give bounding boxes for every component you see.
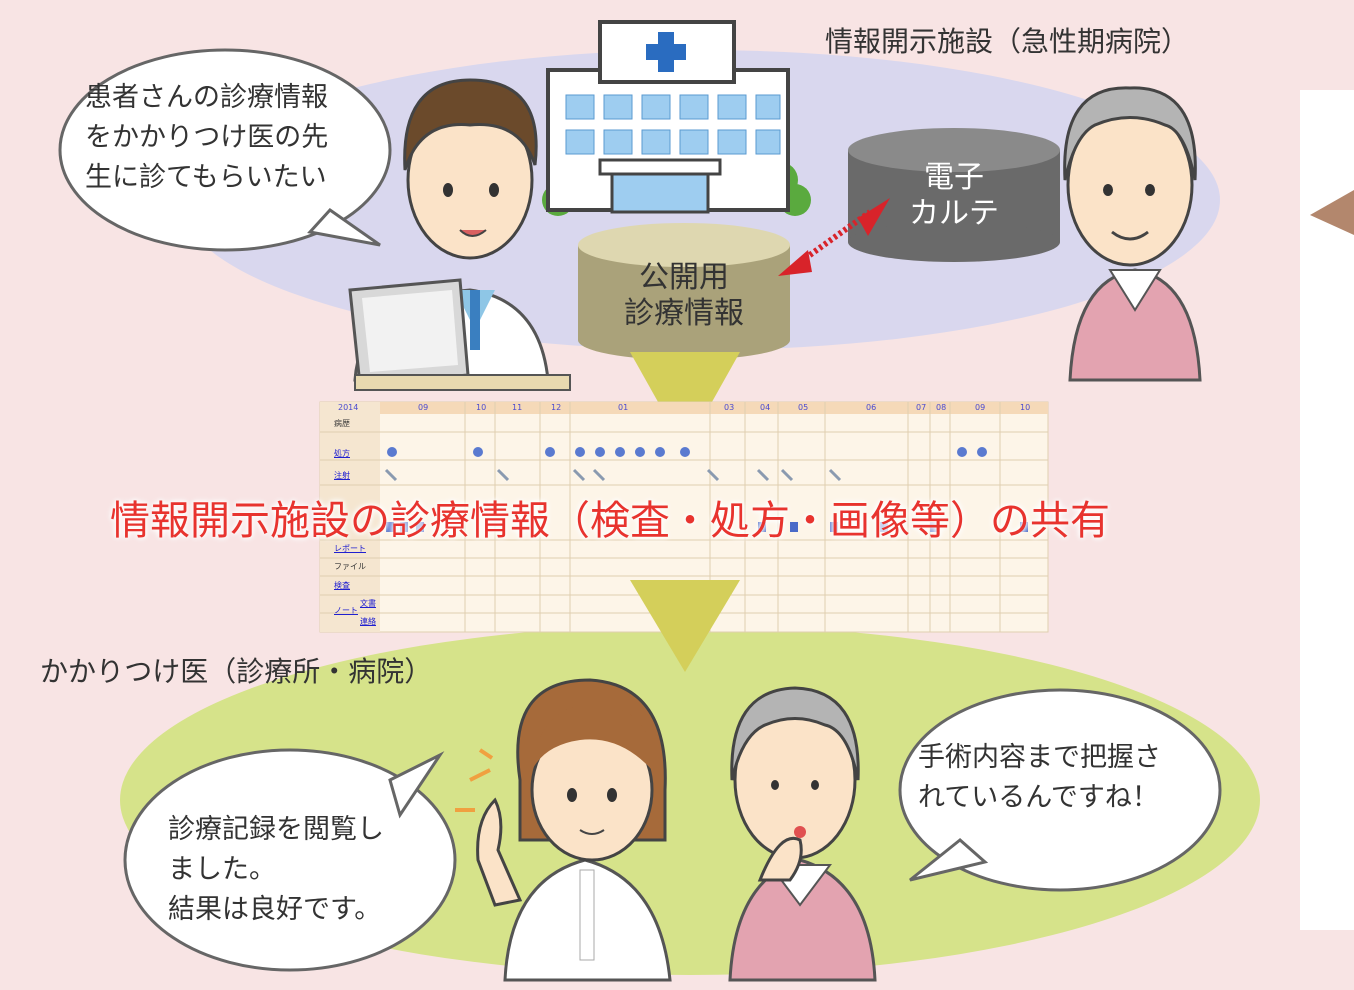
table-column-header: 04: [760, 403, 771, 412]
table-row-label[interactable]: 処方: [334, 449, 350, 458]
hospital-icon: [542, 20, 811, 216]
public-database-icon: [578, 223, 790, 360]
public-database-label: 公開用 診療情報: [624, 260, 744, 331]
table-column-header: 01: [618, 403, 629, 412]
down-arrow-lower-icon: [630, 580, 740, 672]
patient-bottom-illustration: [728, 686, 877, 982]
speech-bubble-top-text: 患者さんの診療情報 をかかりつけ医の先 生に診てもらいたい: [85, 82, 329, 193]
central-caption: 情報開示施設の診療情報（検査・処方・画像等）の共有: [110, 498, 1110, 544]
facility-label: 情報開示施設（急性期病院）: [825, 25, 1190, 58]
table-row-sublabel[interactable]: 連絡: [360, 617, 376, 626]
down-arrow-upper-icon: [630, 352, 740, 450]
speech-bubble-bottom-left-text: 診療記録を閲覧し ました。 結果は良好です。: [168, 814, 384, 925]
family-doctor-label: かかりつけ医（診療所・病院）: [40, 655, 433, 688]
table-row-label: 病歴: [334, 419, 350, 428]
table-row-label[interactable]: レポート: [334, 544, 366, 553]
side-panel-decoration: [1310, 190, 1354, 235]
table-column-header: 03: [724, 403, 735, 412]
speech-bubble-bottom-left-shape: [123, 748, 457, 972]
table-column-header: 11: [512, 403, 523, 412]
table-column-header: 08: [936, 403, 947, 412]
table-column-header: 10: [476, 403, 487, 412]
table-column-header: 05: [798, 403, 809, 412]
speech-bubble-top-shape: [58, 48, 392, 252]
table-column-header: 12: [551, 403, 562, 412]
table-row-label: ファイル: [334, 562, 366, 571]
table-column-header: 09: [418, 403, 429, 412]
table-row-sublabel[interactable]: 文書: [360, 599, 376, 608]
table-row-label[interactable]: ノート: [334, 606, 358, 615]
doctor-female-illustration: [455, 678, 672, 982]
doctor-male-illustration: [348, 78, 571, 391]
speech-bubble-bottom-right-shape: [898, 688, 1222, 892]
table-row-label[interactable]: 検査: [334, 581, 350, 590]
speech-bubble-bottom-right-text: 手術内容まで把握さ れているんですね！: [918, 742, 1161, 813]
patient-elderly-illustration: [1063, 86, 1202, 382]
table-row-label[interactable]: 注射: [334, 471, 350, 480]
timeline-table: [319, 401, 1049, 633]
table-column-header: 10: [1020, 403, 1031, 412]
table-column-header: 07: [916, 403, 927, 412]
table-column-header: 09: [975, 403, 986, 412]
table-column-header: 06: [866, 403, 877, 412]
ehr-database-label: 電子 カルテ: [909, 160, 999, 231]
ehr-database-icon: [848, 128, 1060, 262]
table-year: 2014: [338, 403, 359, 412]
sync-arrow-icon: [778, 198, 890, 276]
